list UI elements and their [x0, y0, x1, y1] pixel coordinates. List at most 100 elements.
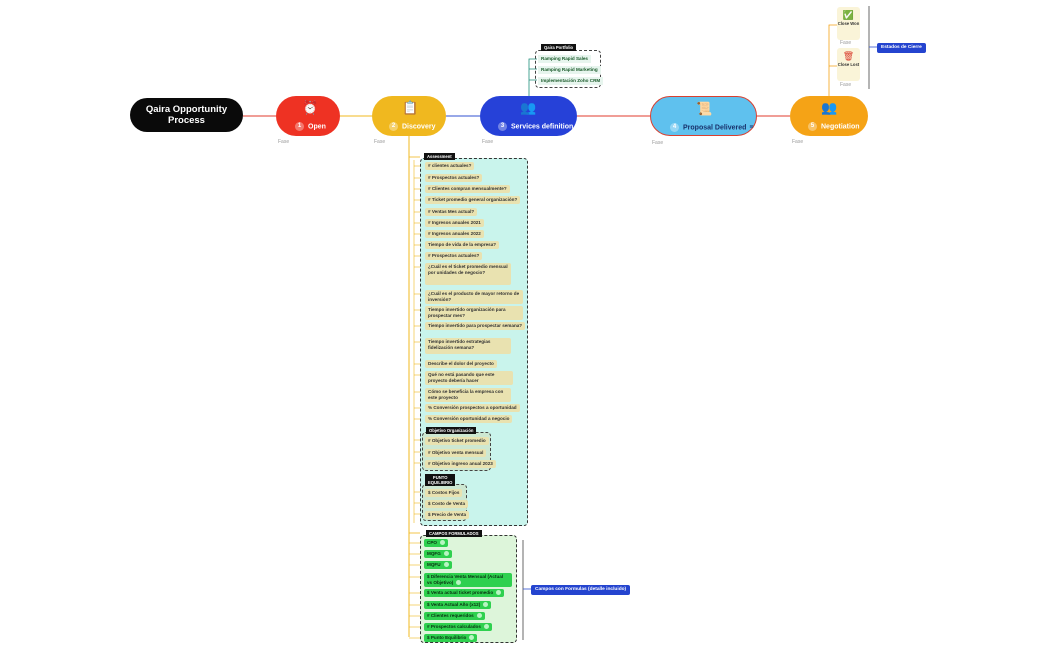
close-lost-card[interactable]: 🗑 Close Lost: [837, 48, 860, 81]
formula-label: CPO: [427, 540, 437, 545]
formula-label: # Clientes requeridos: [427, 613, 474, 618]
assessment-question[interactable]: ¿Cuál es el ticket promedio mensual por …: [425, 263, 511, 285]
assessment-question[interactable]: % Conversión prospectos a oportunidad: [425, 404, 520, 412]
fase-label: Fase: [374, 139, 386, 145]
objetivo-item[interactable]: # Objetivo venta mensual: [425, 449, 487, 457]
assessment-question[interactable]: Tiempo invertido estrategias fidelizació…: [425, 338, 511, 354]
scroll-icon: 📜: [696, 101, 713, 116]
check-badge-icon: ✅: [842, 10, 855, 20]
handshake-team-icon: 👥: [821, 100, 838, 115]
estados-cierre-note[interactable]: Estados de Cierre: [877, 43, 926, 53]
formulas-note[interactable]: Campos con Formulas (detalle incluido): [531, 585, 631, 595]
formula-label: $ Diferencia Venta Mensual (Actual vs Ob…: [427, 574, 504, 585]
formula-icon: [439, 540, 445, 546]
phase-number: 2: [389, 122, 398, 131]
formula-label: MQFG: [427, 551, 441, 556]
assessment-question[interactable]: % Conversión oportunidad a negocio: [425, 415, 513, 423]
formula-icon: [483, 624, 489, 630]
assessment-question[interactable]: # Clientes compran mensualmente?: [425, 185, 510, 193]
objetivo-item[interactable]: # Objetivo ticket promedio: [425, 437, 489, 445]
phase-number: 4: [670, 123, 679, 132]
phase-negotiation[interactable]: 👥 5 Negotiation Fase: [790, 96, 868, 145]
assessment-question[interactable]: # Ventas Mes actual?: [425, 208, 478, 216]
formula-field[interactable]: MQFG: [424, 550, 452, 558]
formula-icon: [476, 613, 482, 619]
formula-field[interactable]: CPO: [424, 539, 448, 547]
formula-field[interactable]: # Clientes requeridos: [424, 612, 485, 620]
assessment-question[interactable]: Tiempo de vida de la empresa?: [425, 241, 500, 249]
formula-icon: [496, 590, 502, 596]
formulas-tag: CAMPOS FORMULADOS: [426, 530, 482, 537]
formula-label: $ Venta Actual Año (x12): [427, 602, 481, 607]
phase-open[interactable]: ⏰ 1 Open Fase: [276, 96, 340, 145]
formula-icon: [443, 551, 449, 557]
fase-label: Fase: [278, 139, 290, 145]
fase-label: Fase: [840, 82, 852, 88]
clipboard-icon: 📋: [402, 100, 419, 115]
wire-negotiation-close: [828, 24, 837, 96]
phase-label: Discovery: [402, 123, 436, 131]
clock-icon: ⏰: [302, 100, 319, 115]
formula-icon: [469, 635, 475, 641]
assessment-question[interactable]: Tiempo invertido para prospectar semana?: [425, 322, 526, 330]
formula-field[interactable]: # Prospectos calculados: [424, 623, 492, 631]
phase-number: 5: [808, 122, 817, 131]
phase-discovery[interactable]: 📋 2 Discovery Fase: [372, 96, 446, 145]
phase-services-definition[interactable]: 👥 3 Services definition Fase: [480, 96, 577, 145]
phase-label: Open: [308, 123, 326, 131]
equilibrio-item[interactable]: $ Precio de Venta: [425, 511, 470, 519]
formula-field[interactable]: $ Punto Equilibrio: [424, 634, 478, 642]
fase-label: Fase: [652, 140, 664, 146]
fase-label: Fase: [482, 139, 494, 145]
phase-label: Services definition: [511, 123, 574, 131]
formula-icon: [483, 602, 489, 608]
phase-label: Proposal Delivered: [683, 124, 747, 132]
fase-label: Fase: [792, 139, 804, 145]
assessment-question[interactable]: Cómo se beneficia la empresa con este pr…: [425, 388, 511, 402]
fase-label: Fase: [840, 40, 852, 46]
equilibrio-item[interactable]: $ Costo de Venta: [425, 500, 469, 508]
formula-label: $ Punto Equilibrio: [427, 635, 467, 640]
portfolio-tag: Qaira Portfolio: [541, 44, 577, 51]
formula-field[interactable]: $ Venta actual ticket promedio: [424, 589, 505, 597]
formula-icon: [456, 580, 462, 586]
root-node[interactable]: Qaira Opportunity Process: [130, 98, 243, 132]
formula-label: MQFU: [427, 562, 441, 567]
formula-icon: [443, 562, 449, 568]
assessment-question[interactable]: # Ticket promedio general organización?: [425, 196, 521, 204]
assessment-question[interactable]: # Ingresos anuales 2022: [425, 230, 484, 238]
close-won-card[interactable]: ✅ Close Won: [837, 7, 860, 40]
root-title-line2: Process: [168, 115, 205, 126]
assessment-question[interactable]: # Prospectos actuales?: [425, 174, 483, 182]
formula-label: $ Venta actual ticket promedio: [427, 590, 494, 595]
formula-field[interactable]: MQFU: [424, 561, 452, 569]
assessment-question[interactable]: # Prospectos actuales?: [425, 252, 483, 260]
trash-icon: 🗑: [842, 51, 855, 61]
portfolio-item[interactable]: Ramping Rapid Marketing: [538, 66, 601, 74]
phase-number: 1: [295, 122, 304, 131]
assessment-question[interactable]: Tiempo invertido organización para prosp…: [425, 306, 523, 320]
equilibrio-item[interactable]: $ Costos Fijos: [425, 489, 463, 497]
close-lost-label: Close Lost: [837, 62, 860, 67]
objetivos-tag: Objetivo Organización: [426, 427, 477, 434]
root-title-line1: Qaira Opportunity: [145, 104, 228, 115]
assessment-question[interactable]: # clientes actuales?: [425, 162, 475, 170]
team-icon: 👥: [520, 100, 537, 115]
formula-field[interactable]: $ Venta Actual Año (x12): [424, 601, 492, 609]
assessment-question[interactable]: # Ingresos anuales 2021: [425, 219, 484, 227]
assessment-question[interactable]: Describe el dolor del proyecto: [425, 360, 497, 368]
phase-label: Negotiation: [821, 123, 860, 131]
phase-proposal-delivered[interactable]: 📜 4 Proposal Delivered≡ Fase: [650, 96, 757, 146]
objetivo-item[interactable]: # Objetivo ingreso anual 2023: [425, 460, 496, 468]
assessment-question[interactable]: Qué no está pasando que este proyecto de…: [425, 371, 513, 385]
close-won-label: Close Won: [837, 21, 860, 26]
phase-number: 3: [498, 122, 507, 131]
portfolio-item[interactable]: Implementación Zoho CRM: [538, 77, 604, 85]
portfolio-item[interactable]: Ramping Rapid Sales: [538, 55, 591, 63]
notes-icon: ≡: [749, 124, 754, 132]
formula-field[interactable]: $ Diferencia Venta Mensual (Actual vs Ob…: [424, 573, 512, 587]
assessment-tag: Assessment: [424, 153, 455, 160]
assessment-question[interactable]: ¿Cuál es el producto de mayor retorno de…: [425, 290, 523, 304]
formula-label: # Prospectos calculados: [427, 624, 481, 629]
